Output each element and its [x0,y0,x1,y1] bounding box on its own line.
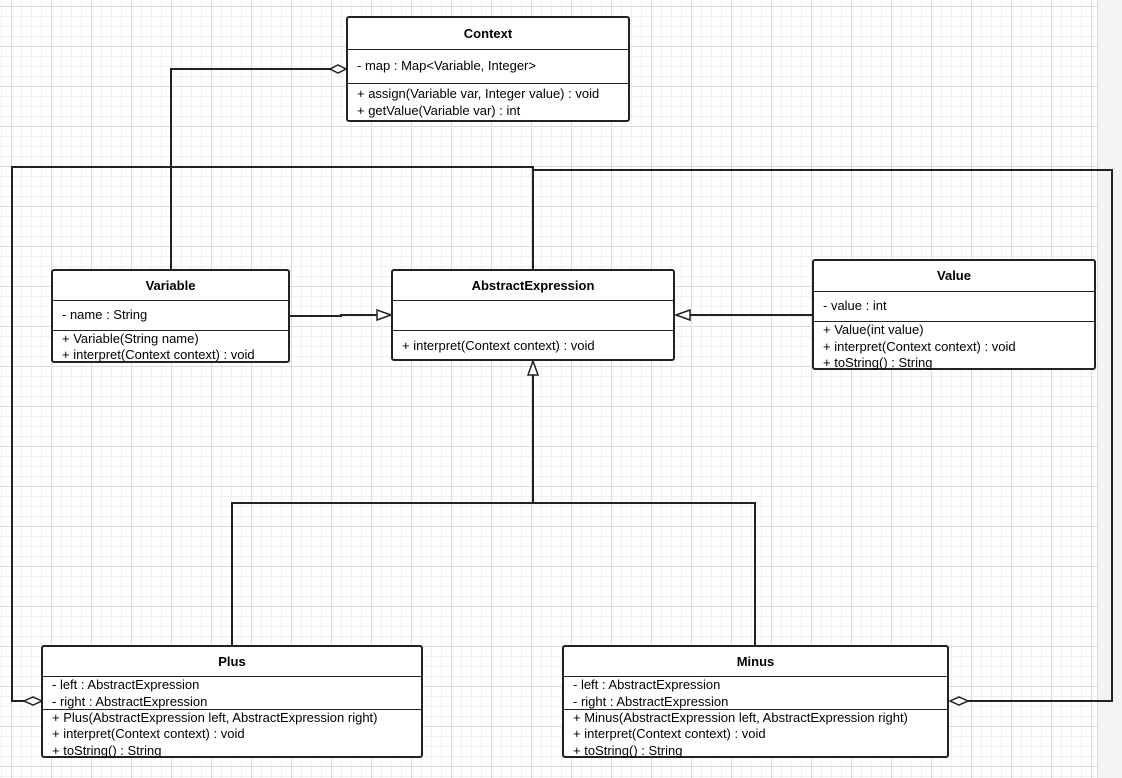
class-context-methods: + assign(Variable var, Integer value) : … [348,84,628,119]
class-value-name: Value [814,261,1094,292]
method: + Minus(AbstractExpression left, Abstrac… [573,710,908,725]
class-value-attributes: - value : int [814,292,1094,322]
method: + toString() : String [52,742,162,758]
class-variable-name: Variable [53,271,288,301]
attribute: - left : AbstractExpression [573,677,721,692]
class-context-attributes: - map : Map<Variable, Integer> [348,50,628,84]
class-variable-attributes: - name : String [53,301,288,331]
aggregation-line-minus[interactable] [533,169,1113,702]
class-abstract-expression-methods: + interpret(Context context) : void [393,331,673,355]
class-value-methods: + Value(int value) + interpret(Context c… [814,322,1094,372]
aggregation-line-context-variable[interactable] [170,68,330,270]
class-variable[interactable]: Variable - name : String + Variable(Stri… [51,269,290,363]
aggregation-diamond-context [328,64,348,74]
class-minus-attributes: - left : AbstractExpression - right : Ab… [564,677,947,710]
class-minus[interactable]: Minus - left : AbstractExpression - righ… [562,645,949,758]
class-context-name: Context [348,18,628,50]
class-value[interactable]: Value - value : int + Value(int value) +… [812,259,1096,370]
class-plus-methods: + Plus(AbstractExpression left, Abstract… [43,710,421,759]
method: + interpret(Context context) : void [573,726,766,742]
generalization-line-plus[interactable] [231,502,533,646]
attribute: - name : String [62,307,148,322]
canvas-edge-panel [1097,0,1122,778]
method: + Value(int value) [823,322,924,337]
class-abstract-expression-name: AbstractExpression [393,271,673,301]
method: + assign(Variable var, Integer value) : … [357,86,600,101]
generalization-line-variable[interactable] [289,314,378,317]
method: + Plus(AbstractExpression left, Abstract… [52,710,378,725]
method: + Variable(String name) [62,331,199,346]
class-abstract-expression-attributes [393,301,673,331]
generalization-arrowhead-variable [376,308,394,322]
class-abstract-expression[interactable]: AbstractExpression + interpret(Context c… [391,269,675,361]
method: + interpret(Context context) : void [62,347,255,362]
generalization-line-minus[interactable] [533,502,756,646]
class-plus[interactable]: Plus - left : AbstractExpression - right… [41,645,423,758]
attribute: - right : AbstractExpression [573,693,729,709]
class-minus-methods: + Minus(AbstractExpression left, Abstrac… [564,710,947,759]
attribute: - map : Map<Variable, Integer> [357,58,536,73]
class-plus-name: Plus [43,647,421,677]
attribute: - left : AbstractExpression [52,677,200,692]
class-minus-name: Minus [564,647,947,677]
method: + toString() : String [573,742,683,758]
aggregation-diamond-plus [22,696,44,706]
method: + interpret(Context context) : void [52,726,245,742]
generalization-arrowhead-value [673,308,691,322]
aggregation-line-plus[interactable] [11,166,534,702]
class-context[interactable]: Context - map : Map<Variable, Integer> +… [346,16,630,122]
method: + getValue(Variable var) : int [357,102,521,118]
attribute: - right : AbstractExpression [52,693,208,709]
method: + interpret(Context context) : void [823,338,1016,354]
method: + interpret(Context context) : void [402,338,595,353]
attribute: - value : int [823,298,887,313]
method: + toString() : String [823,355,933,370]
class-variable-methods: + Variable(String name) + interpret(Cont… [53,331,288,363]
class-plus-attributes: - left : AbstractExpression - right : Ab… [43,677,421,710]
aggregation-diamond-minus [948,696,970,706]
generalization-arrowhead-subclasses [526,358,540,376]
